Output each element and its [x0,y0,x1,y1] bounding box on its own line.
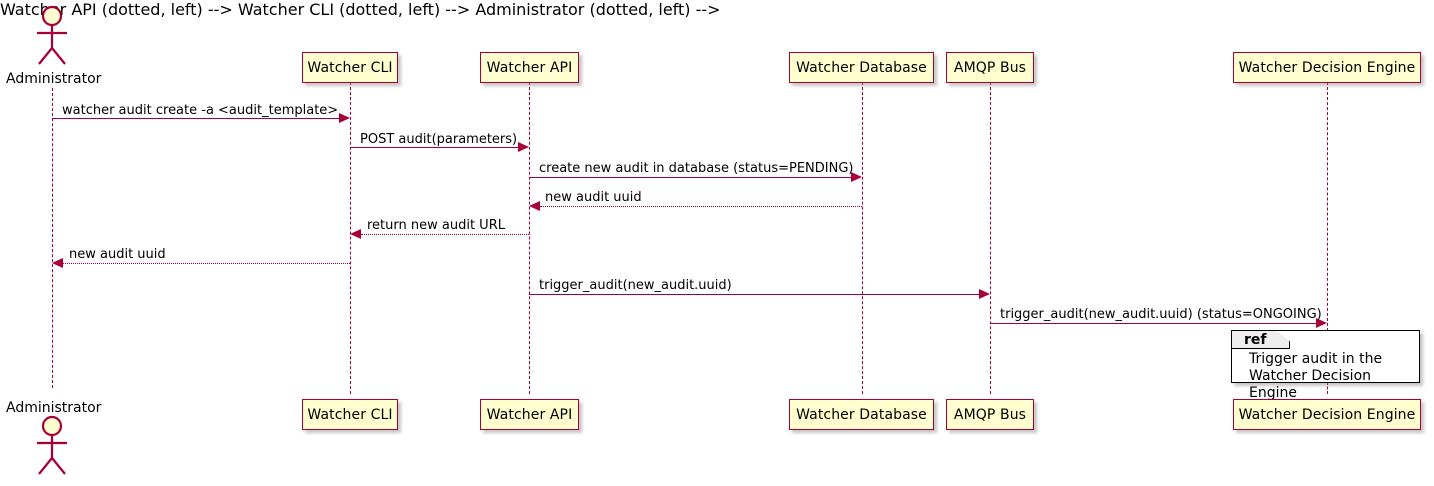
actor-administrator-top [28,4,76,68]
participant-watcher-database-top[interactable]: Watcher Database [789,52,934,83]
participant-watcher-decision-engine-bottom[interactable]: Watcher Decision Engine [1233,399,1421,430]
message-arrowhead-4 [529,201,540,211]
actor-label-administrator-top: Administrator [6,71,102,87]
lifeline-watcher-decision-engine [1327,82,1328,331]
participant-label: Watcher API [486,406,573,423]
participant-watcher-cli-bottom[interactable]: Watcher CLI [302,399,398,430]
ref-fragment-tab-label: ref [1244,331,1267,348]
participant-watcher-database-bottom[interactable]: Watcher Database [789,399,934,430]
participant-label: Watcher Decision Engine [1238,59,1416,76]
message-label-3: create new audit in database (status=PEN… [539,161,854,176]
participant-watcher-cli-top[interactable]: Watcher CLI [302,52,398,83]
message-label-6: new audit uuid [69,247,166,262]
message-line-7 [529,294,979,295]
lifeline-watcher-decision-engine-lower [1327,382,1328,394]
message-label-8: trigger_audit(new_audit.uuid) (status=ON… [1000,307,1322,322]
actor-icon [37,415,67,475]
actor-icon [37,5,67,65]
message-line-1 [52,118,339,119]
lifeline-watcher-api [529,82,530,394]
actor-label-administrator-bottom: Administrator [6,400,102,416]
message-label-7: trigger_audit(new_audit.uuid) [539,278,732,293]
participant-label: Watcher Database [796,406,927,423]
actor-administrator-bottom [28,414,76,478]
message-arrowhead-8 [1316,318,1327,328]
ref-fragment-body: Trigger audit in the Watcher Decision En… [1249,351,1383,401]
lifeline-amqp-bus [990,82,991,394]
message-label-2: POST audit(parameters) [360,132,518,147]
participant-watcher-decision-engine-top[interactable]: Watcher Decision Engine [1233,52,1421,83]
message-line-8 [990,323,1316,324]
message-line-3 [529,177,851,178]
participant-amqp-bus-bottom[interactable]: AMQP Bus [946,399,1034,430]
message-arrowhead-2 [518,142,529,152]
message-arrowhead-3 [851,172,862,182]
participant-amqp-bus-top[interactable]: AMQP Bus [946,52,1034,83]
participant-label: AMQP Bus [953,59,1027,76]
participant-label: Watcher Database [796,59,927,76]
message-label-5: return new audit URL [367,218,505,233]
message-label-4: new audit uuid [545,190,642,205]
message-line-6 [63,263,350,264]
message-label-1: watcher audit create -a <audit_template> [62,103,339,118]
message-arrowhead-5 [350,229,361,239]
message-line-2 [350,147,518,148]
participant-label: Watcher Decision Engine [1238,406,1416,423]
participant-label: Watcher API [486,59,573,76]
message-line-4 [540,206,862,207]
message-line-5 [361,234,529,235]
participant-watcher-api-bottom[interactable]: Watcher API [480,399,579,430]
lifeline-watcher-database [862,82,863,394]
lifeline-administrator [52,88,53,388]
participant-label: Watcher CLI [307,59,393,76]
ref-fragment[interactable]: ref Trigger audit in the Watcher Decisio… [1231,330,1420,401]
participant-watcher-api-top[interactable]: Watcher API [480,52,579,83]
participant-label: Watcher CLI [307,406,393,423]
message-arrowhead-6 [52,258,63,268]
message-arrowhead-7 [979,289,990,299]
message-arrowhead-1 [339,113,350,123]
participant-label: AMQP Bus [953,406,1027,423]
ref-fragment-tab: ref [1232,331,1290,349]
